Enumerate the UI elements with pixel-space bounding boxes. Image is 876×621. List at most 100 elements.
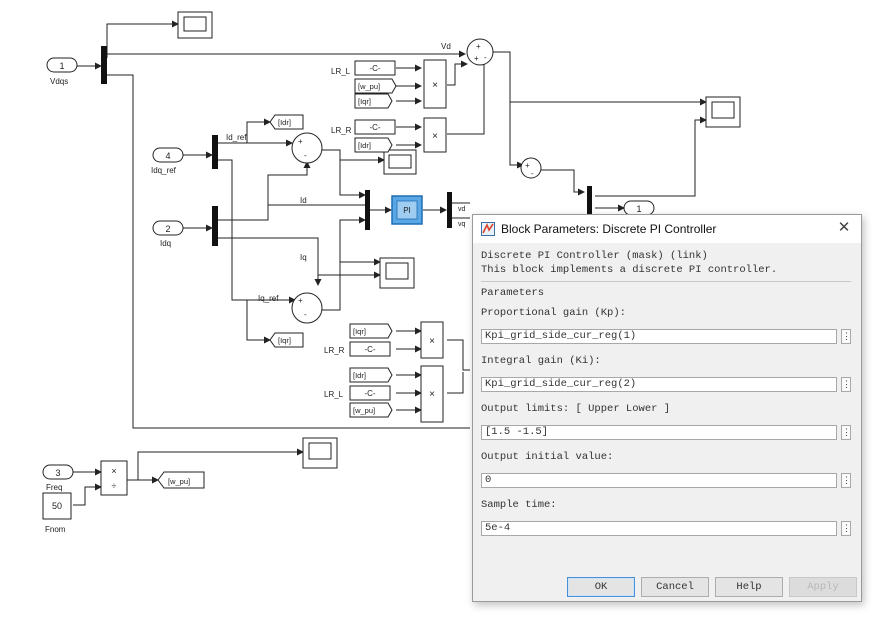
constant-lr-l-bottom[interactable]: -C- xyxy=(349,385,391,401)
inport-freq[interactable]: 3 Freq xyxy=(42,464,74,492)
sum-id-error[interactable] xyxy=(291,132,323,164)
label-lr-r-top: LR_R xyxy=(331,126,352,135)
pi-block-label: PI xyxy=(403,206,411,215)
close-icon[interactable]: ✕ xyxy=(837,219,851,236)
kp-more-icon[interactable]: ⋮ xyxy=(841,329,851,344)
svg-text:-: - xyxy=(484,53,487,62)
discrete-pi-controller-block[interactable]: PI xyxy=(391,195,423,225)
constant-lr-r-bottom[interactable]: -C- xyxy=(349,341,391,357)
goto-tag-iqr[interactable]: [Iqr] xyxy=(269,332,304,348)
sum-signs: +-+ +- +- +- xyxy=(298,42,534,319)
product-block-1[interactable]: × xyxy=(423,59,447,109)
apply-button[interactable]: Apply xyxy=(789,577,857,597)
output-limits-more-icon[interactable]: ⋮ xyxy=(841,425,851,440)
help-button[interactable]: Help xyxy=(715,577,783,597)
svg-text:+: + xyxy=(525,161,530,170)
dialog-title-bar[interactable]: Block Parameters: Discrete PI Controller… xyxy=(473,215,861,243)
inport-idq-ref-number: 4 xyxy=(165,151,170,161)
product-2-sign: × xyxy=(432,131,438,142)
constant-lr-r-top[interactable]: -C- xyxy=(354,119,396,135)
product-block-freq[interactable]: × ÷ xyxy=(100,460,128,496)
product-1-sign: × xyxy=(432,80,438,91)
scope-vdqs[interactable] xyxy=(177,11,213,39)
constant-lr-l-top[interactable]: -C- xyxy=(354,60,396,76)
from-tag-w-pu-2-text: [w_pu] xyxy=(353,406,375,415)
mux-output[interactable] xyxy=(587,186,592,216)
ok-button[interactable]: OK xyxy=(567,577,635,597)
signal-label-vd: Vd xyxy=(441,42,451,51)
outport-1-number: 1 xyxy=(636,204,641,214)
from-tag-iqr-1[interactable]: [Iqr] xyxy=(354,93,393,109)
constant-fnom-value: 50 xyxy=(52,501,62,511)
from-tag-w-pu-1[interactable]: [w_pu] xyxy=(354,78,397,94)
product-block-4[interactable]: × xyxy=(420,365,444,423)
constant-c-blocks: -C- -C- -C- -C- xyxy=(349,60,396,401)
demux-idq[interactable] xyxy=(212,206,218,246)
scope-freq[interactable] xyxy=(302,437,338,469)
label-lr-r-bottom: LR_R xyxy=(324,346,345,355)
scope-id[interactable] xyxy=(383,149,417,175)
sample-time-field[interactable]: 5e-4 xyxy=(481,521,837,536)
from-tag-idr-1[interactable]: [Idr] xyxy=(354,137,393,153)
svg-text:+: + xyxy=(298,137,303,146)
goto-tag-w-pu-text: [w_pu] xyxy=(168,477,190,486)
from-tag-idr-2[interactable]: [Idr] xyxy=(349,367,393,383)
sum-output[interactable] xyxy=(520,157,542,179)
sum-iq-error[interactable] xyxy=(291,292,323,324)
scope-output[interactable] xyxy=(705,96,741,128)
initial-value-field[interactable]: 0 xyxy=(481,473,837,488)
from-tag-w-pu-1-text: [w_pu] xyxy=(358,82,380,91)
outport-1[interactable]: 1 xyxy=(623,200,655,216)
from-tag-iqr-1-text: [Iqr] xyxy=(358,97,371,106)
from-tag-idr-2-text: [Idr] xyxy=(353,371,366,380)
mux-error[interactable] xyxy=(365,190,370,230)
from-tag-w-pu-2[interactable]: [w_pu] xyxy=(349,402,393,418)
sum-vd[interactable] xyxy=(466,38,494,66)
inport-idq-ref[interactable]: 4 Idq_ref xyxy=(151,147,184,175)
inport-vdqs-number: 1 xyxy=(59,61,64,71)
scope-iq[interactable] xyxy=(379,257,415,289)
product-block-2[interactable]: × xyxy=(423,117,447,153)
svg-text:-: - xyxy=(304,310,307,319)
output-limits-field[interactable]: [1.5 -1.5] xyxy=(481,425,837,440)
description-text-line: This block implements a discrete PI cont… xyxy=(481,264,778,276)
constant-lr-l-bottom-text: -C- xyxy=(364,389,375,398)
signal-label-id: Id xyxy=(300,196,307,205)
product-4-sign: × xyxy=(429,389,435,400)
from-tag-iqr-2[interactable]: [Iqr] xyxy=(349,323,393,339)
from-tag-idr-1-text: [Idr] xyxy=(358,141,371,150)
svg-text:+: + xyxy=(298,296,303,305)
inport-freq-label: Freq xyxy=(46,483,62,492)
goto-tag-idr[interactable]: [Idr] xyxy=(269,114,304,130)
sample-time-label: Sample time: xyxy=(481,499,557,511)
kp-field[interactable]: Kpi_grid_side_cur_reg(1) xyxy=(481,329,837,344)
ki-field[interactable]: Kpi_grid_side_cur_reg(2) xyxy=(481,377,837,392)
label-lr-l-bottom: LR_L xyxy=(324,390,344,399)
dialog-title: Block Parameters: Discrete PI Controller xyxy=(501,222,717,236)
constant-lr-r-bottom-text: -C- xyxy=(364,345,375,354)
svg-text:+: + xyxy=(476,42,481,51)
product-freq-multiply: × xyxy=(111,466,116,476)
product-block-3[interactable]: × xyxy=(420,321,444,359)
cancel-button[interactable]: Cancel xyxy=(641,577,709,597)
initial-value-more-icon[interactable]: ⋮ xyxy=(841,473,851,488)
label-lr-l-top: LR_L xyxy=(331,67,351,76)
dialog-description: Discrete PI Controller (mask) (link) Thi… xyxy=(481,249,853,277)
constant-lr-l-top-text: -C- xyxy=(369,64,380,73)
demux-vdqs[interactable] xyxy=(101,46,107,84)
signal-label-id-ref: Id_ref xyxy=(226,133,247,142)
demux-idq-ref[interactable] xyxy=(212,135,218,169)
sample-time-more-icon[interactable]: ⋮ xyxy=(841,521,851,536)
inport-vdqs[interactable]: 1 Vdqs xyxy=(46,57,78,86)
inport-idq[interactable]: 2 Idq xyxy=(152,220,184,248)
goto-from-tags: [w_pu] [Iqr] [Idr] [Idr] [Iqr] [Iqr] [Id… xyxy=(157,78,397,489)
product-freq-divide: ÷ xyxy=(112,481,117,491)
constant-fnom-block[interactable]: 50 Fnom xyxy=(42,492,72,534)
ki-more-icon[interactable]: ⋮ xyxy=(841,377,851,392)
kp-label: Proportional gain (Kp): xyxy=(481,307,626,319)
goto-tag-w-pu[interactable]: [w_pu] xyxy=(157,471,205,489)
demux-pi-output[interactable] xyxy=(447,192,452,228)
goto-tag-idr-text: [Idr] xyxy=(278,118,291,127)
sum-blocks xyxy=(291,38,542,324)
